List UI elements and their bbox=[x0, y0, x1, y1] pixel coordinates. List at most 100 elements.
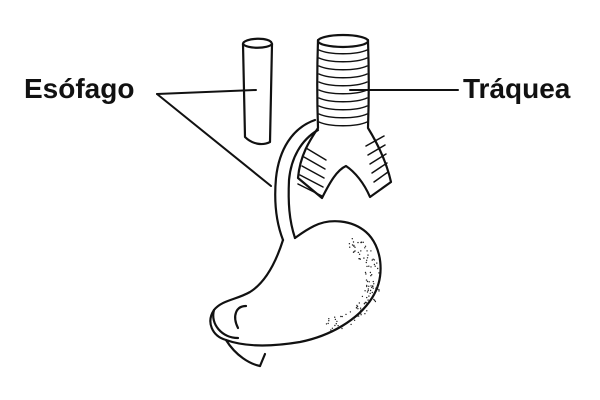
stipple-dot bbox=[328, 318, 329, 319]
stipple-dot bbox=[378, 272, 379, 273]
stipple-dot bbox=[367, 257, 368, 258]
stipple-dot bbox=[374, 259, 375, 260]
stipple-dot bbox=[374, 264, 375, 265]
stipple-dot bbox=[367, 299, 368, 300]
trachea-ring bbox=[319, 82, 367, 86]
trachea-ring bbox=[319, 98, 367, 102]
stipple-dot bbox=[336, 321, 337, 322]
esophagus-label: Esófago bbox=[24, 75, 134, 103]
stipple-dot bbox=[350, 311, 351, 312]
stipple-dot bbox=[373, 293, 374, 294]
stipple-dot bbox=[367, 291, 368, 292]
stipple-dot bbox=[366, 279, 367, 280]
trachea bbox=[298, 35, 391, 198]
stipple-dot bbox=[353, 318, 354, 319]
stipple-dot bbox=[366, 262, 367, 263]
stipple-dot bbox=[368, 295, 369, 296]
stipple-dot bbox=[350, 324, 351, 325]
stipple-dot bbox=[371, 274, 372, 275]
stipple-dot bbox=[365, 272, 366, 273]
bronchus-ring bbox=[366, 136, 384, 146]
stipple-dot bbox=[357, 308, 358, 309]
trachea-label: Tráquea bbox=[463, 75, 570, 103]
stipple-dot bbox=[363, 257, 364, 258]
stipple-dot bbox=[377, 286, 378, 287]
stipple-dot bbox=[364, 247, 365, 248]
stipple-dot bbox=[368, 288, 369, 289]
trachea-ring bbox=[319, 106, 367, 110]
stipple-dot bbox=[364, 303, 365, 304]
stipple-dot bbox=[371, 287, 372, 288]
bronchus-ring bbox=[302, 166, 324, 178]
stipple-dot bbox=[377, 268, 378, 269]
stipple-dot bbox=[378, 289, 379, 290]
stipple-dot bbox=[360, 314, 361, 315]
stipple-dot bbox=[372, 292, 373, 293]
bronchus-ring bbox=[300, 175, 323, 187]
bronchus-ring bbox=[304, 157, 325, 169]
stipple-dot bbox=[367, 281, 368, 282]
duodenum bbox=[226, 306, 265, 366]
stipple-dot bbox=[370, 285, 371, 286]
bronchus-ring bbox=[306, 148, 326, 160]
stipple-dot bbox=[358, 258, 359, 259]
stipple-dot bbox=[360, 313, 361, 314]
stipple-dot bbox=[366, 266, 367, 267]
stipple-dot bbox=[341, 328, 342, 329]
stipple-dot bbox=[328, 323, 329, 324]
stipple-dot bbox=[368, 290, 369, 291]
stipple-dot bbox=[370, 250, 371, 251]
stipple-dot bbox=[358, 252, 359, 253]
stipple-dot bbox=[362, 296, 363, 297]
stipple-dot bbox=[368, 266, 369, 267]
trachea-ring bbox=[319, 66, 367, 70]
stipple-dot bbox=[375, 301, 376, 302]
stipple-dot bbox=[356, 316, 357, 317]
stipple-dot bbox=[353, 241, 354, 242]
stomach bbox=[210, 221, 380, 345]
bronchus-ring bbox=[372, 163, 387, 173]
stipple-dot bbox=[366, 260, 367, 261]
trachea-ring bbox=[319, 122, 367, 126]
stipple-dot bbox=[330, 329, 331, 330]
stipple-dot bbox=[352, 244, 353, 245]
stipple-dot bbox=[365, 246, 366, 247]
stipple-dot bbox=[353, 246, 354, 247]
stipple-dot bbox=[366, 310, 367, 311]
stipple-dot bbox=[372, 259, 373, 260]
stipple-dot bbox=[367, 254, 368, 255]
stipple-dot bbox=[354, 320, 355, 321]
stipple-dot bbox=[366, 250, 367, 251]
esophagus-upper-segment bbox=[243, 39, 272, 144]
trachea-ring bbox=[319, 74, 367, 78]
stipple-dot bbox=[354, 250, 355, 251]
stipple-dot bbox=[336, 323, 337, 324]
stipple-dot bbox=[335, 319, 336, 320]
stipple-dot bbox=[366, 285, 367, 286]
stipple-dot bbox=[326, 323, 327, 324]
stipple-dot bbox=[360, 308, 361, 309]
stipple-dot bbox=[366, 297, 367, 298]
bronchus-ring bbox=[298, 184, 322, 196]
stipple-dot bbox=[376, 262, 377, 263]
stipple-dot bbox=[370, 266, 371, 267]
stipple-dot bbox=[357, 242, 358, 243]
trachea-cartilage-rings bbox=[298, 50, 388, 196]
stipple-dot bbox=[370, 272, 371, 273]
stipple-dot bbox=[356, 307, 357, 308]
stipple-dot bbox=[369, 281, 370, 282]
stipple-dot bbox=[359, 302, 360, 303]
stipple-dot bbox=[360, 242, 361, 243]
stipple-dot bbox=[352, 319, 353, 320]
stipple-dot bbox=[352, 238, 353, 239]
stipple-dot bbox=[332, 328, 333, 329]
stipple-dot bbox=[349, 243, 350, 244]
stipple-dot bbox=[357, 306, 358, 307]
stipple-dot bbox=[359, 254, 360, 255]
stipple-dot bbox=[368, 286, 369, 287]
stipple-dot bbox=[373, 283, 374, 284]
stipple-dot bbox=[334, 317, 335, 318]
stipple-dot bbox=[373, 288, 374, 289]
